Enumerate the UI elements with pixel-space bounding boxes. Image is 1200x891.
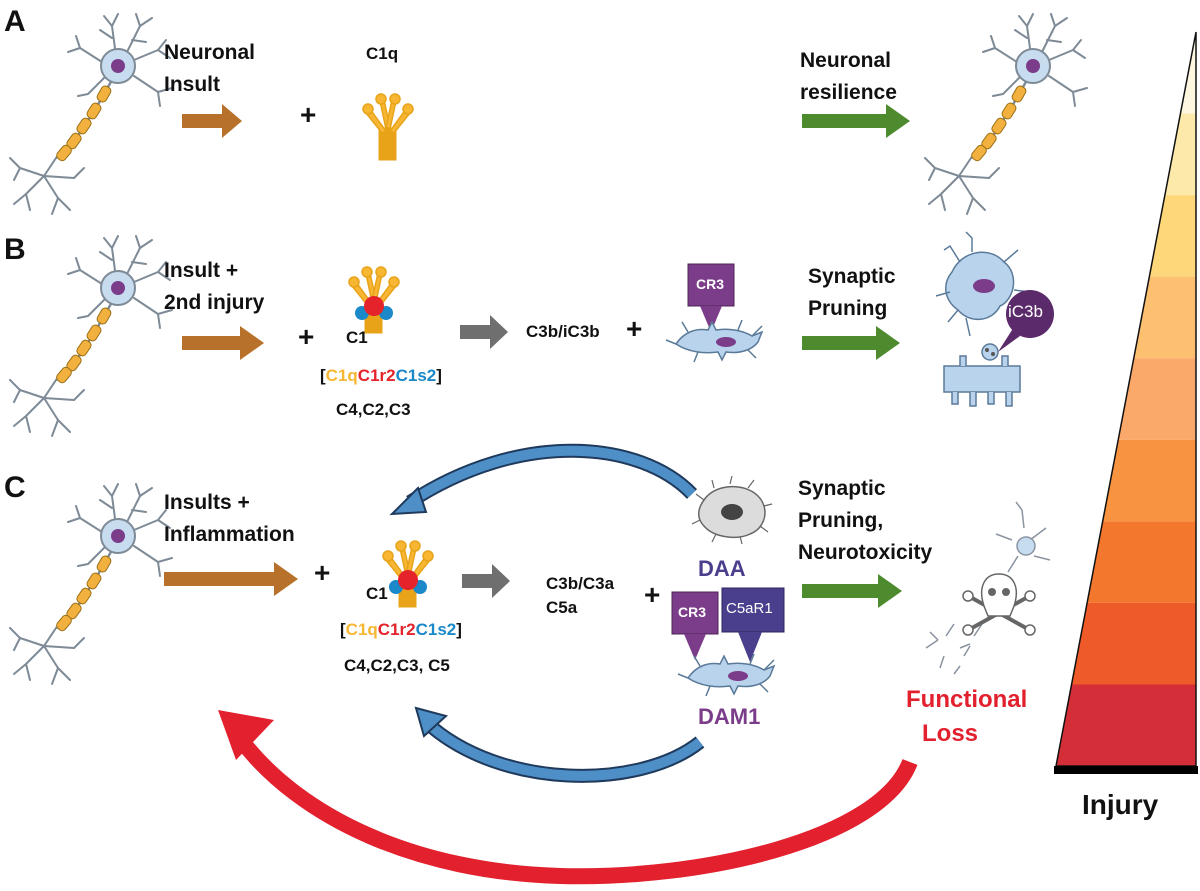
c5ar1-label: C5aR1 xyxy=(726,600,773,617)
neuron-c-icon xyxy=(8,482,174,686)
neuronal-insult-line1: Neuronal xyxy=(164,41,256,64)
feedback-arrow-top xyxy=(407,445,696,507)
panel-label-a: A xyxy=(4,5,26,38)
insult-b-line1: Insult + xyxy=(164,259,239,282)
functional-loss-arrow xyxy=(231,731,918,885)
plus-c1: + xyxy=(314,557,331,588)
damaged-neuron-icon xyxy=(925,501,1051,675)
insult-c-line2: Inflammation xyxy=(164,523,295,546)
injury-label: Injury xyxy=(1082,789,1159,820)
cr3-label-c: CR3 xyxy=(678,604,707,620)
insult-c-line1: Insults + xyxy=(164,491,250,514)
panel-label-c: C xyxy=(4,471,26,504)
cr3-label-b: CR3 xyxy=(696,276,725,292)
pruning-b-line1: Synaptic xyxy=(808,265,896,288)
gradient-band xyxy=(1164,113,1196,196)
components-c: C4,C2,C3, C5 xyxy=(344,656,450,675)
c1-complex-b: [C1qC1r2C1s2] xyxy=(320,366,442,385)
feedback-arrow-bottom xyxy=(422,718,704,781)
outcome-c-line3: Neurotoxicity xyxy=(798,541,933,564)
neuron-b-icon xyxy=(8,234,174,438)
synapse-pruning-icon xyxy=(935,231,1054,407)
pruning-b-line2: Pruning xyxy=(808,297,888,320)
process-arrow-b xyxy=(460,315,508,349)
skull-crossbones-icon xyxy=(962,573,1036,636)
resilience-arrow-a xyxy=(802,104,910,138)
neuron-a-right-icon xyxy=(923,12,1089,216)
product-c-line1: C3b/C3a xyxy=(546,574,615,593)
c1q-icon xyxy=(361,92,415,161)
components-b: C4,C2,C3 xyxy=(336,400,411,419)
injury-gradient xyxy=(1055,31,1197,767)
resilience-line1: Neuronal xyxy=(800,49,892,72)
functional-loss-line2: Loss xyxy=(922,720,979,747)
gradient-band xyxy=(1056,684,1196,766)
daa-label: DAA xyxy=(698,556,746,581)
neuron-a-left-icon xyxy=(8,12,174,216)
plus-a: + xyxy=(300,99,317,130)
neurotoxicity-arrow-c xyxy=(802,574,902,608)
outcome-c-line2: Pruning, xyxy=(798,509,884,532)
c1-label-c: C1 xyxy=(366,584,388,603)
resilience-line2: resilience xyxy=(800,81,897,104)
c1-complex-c: [C1qC1r2C1s2] xyxy=(340,620,462,639)
gradient-band xyxy=(1149,195,1196,277)
panel-label-b: B xyxy=(4,233,26,266)
daa-cell-icon xyxy=(691,475,773,545)
neuronal-insult-line2: Insult xyxy=(164,73,220,96)
c1q-label: C1q xyxy=(366,44,399,63)
insult-b-line2: 2nd injury xyxy=(164,291,265,314)
process-arrow-c xyxy=(462,564,510,598)
gradient-band xyxy=(1118,358,1196,440)
c1-label-b: C1 xyxy=(346,328,368,347)
gradient-band xyxy=(1087,521,1196,603)
plus-b2: + xyxy=(626,313,643,344)
insult-arrow-c xyxy=(164,562,298,596)
ic3b-tag: iC3b xyxy=(1008,302,1043,321)
gradient-band xyxy=(1071,602,1196,685)
microglia-c-icon xyxy=(677,653,775,697)
plus-c2: + xyxy=(644,579,661,610)
microglia-b-icon xyxy=(665,319,763,363)
insult-arrow-a xyxy=(182,104,242,138)
product-c-line2: C5a xyxy=(546,598,578,617)
pruning-arrow-b xyxy=(802,326,900,360)
functional-loss-line1: Functional xyxy=(906,686,1028,713)
gradient-band xyxy=(1133,276,1196,359)
gradient-band xyxy=(1102,439,1196,522)
insult-arrow-b xyxy=(182,326,264,360)
product-b: C3b/iC3b xyxy=(526,322,600,341)
dam1-label: DAM1 xyxy=(698,704,761,729)
outcome-c-line1: Synaptic xyxy=(798,477,886,500)
plus-b1: + xyxy=(298,321,315,352)
